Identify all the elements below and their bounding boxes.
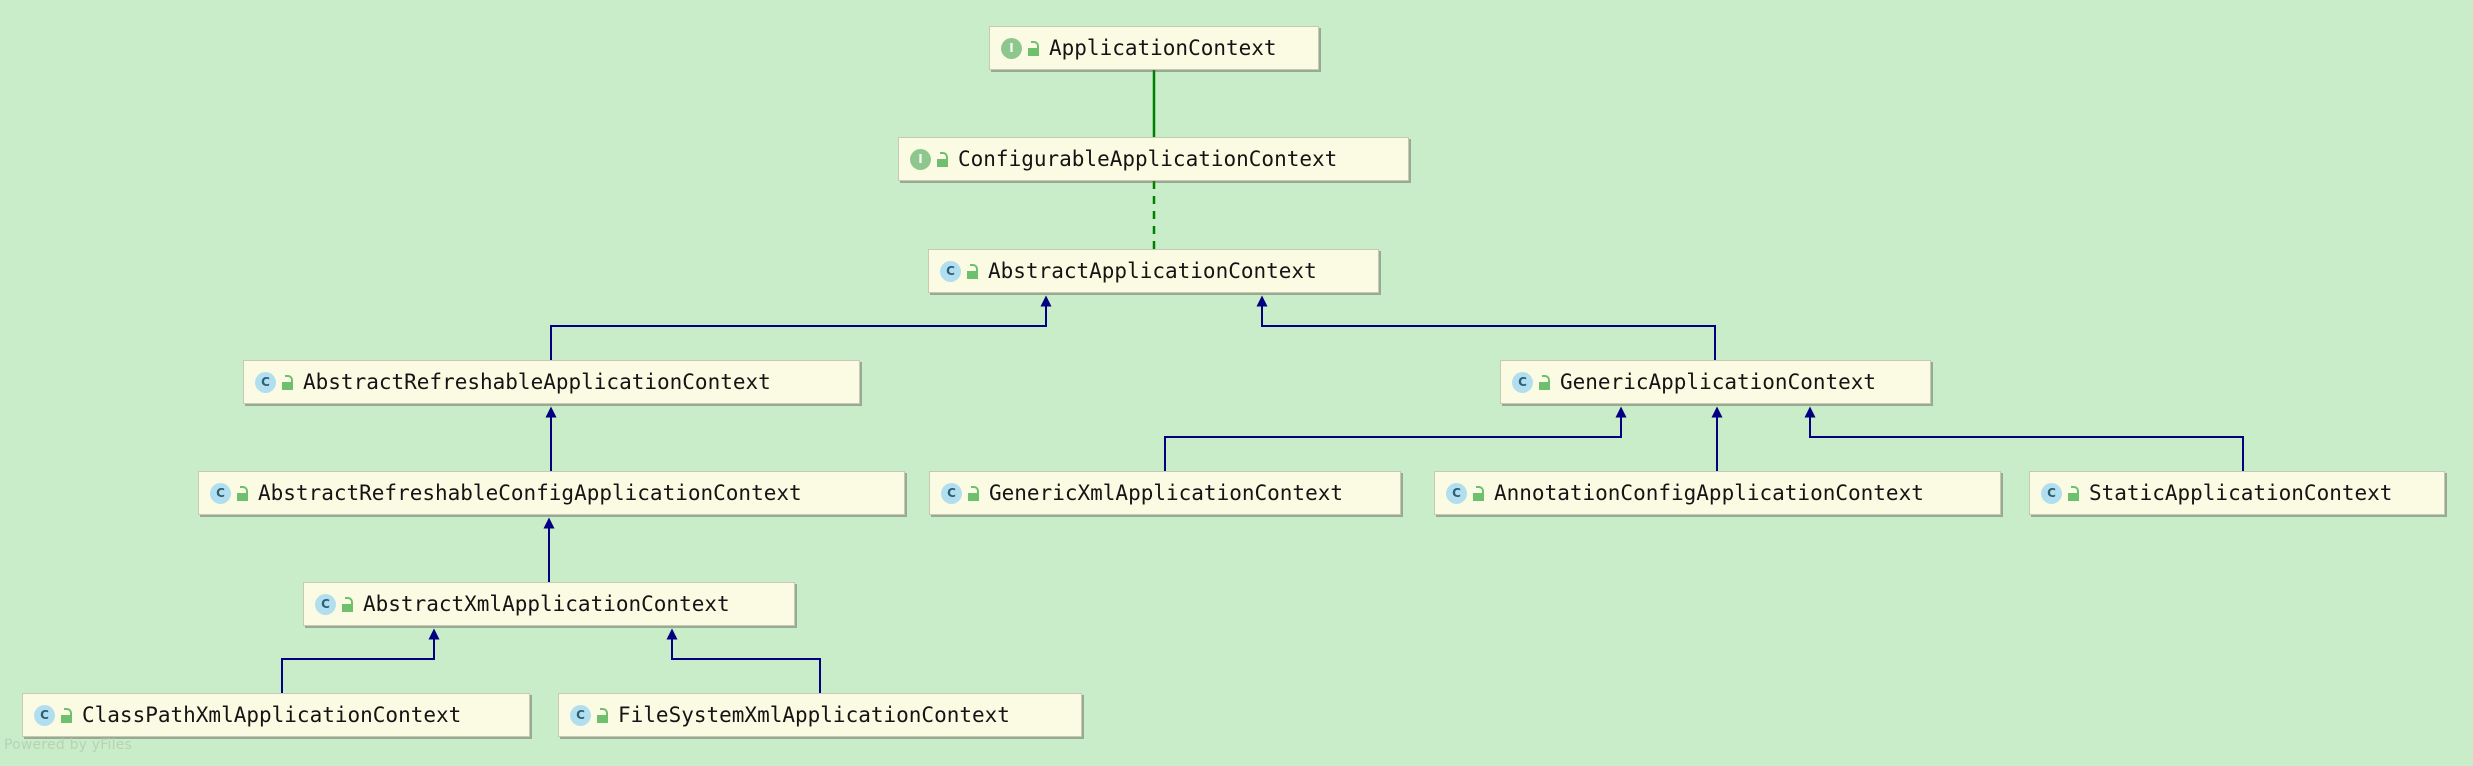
node-icon-group: C	[315, 593, 354, 615]
node-label: AbstractRefreshableConfigApplicationCont…	[258, 480, 802, 505]
node-filesystemxmlapplicationcontext[interactable]: C FileSystemXmlApplicationContext	[558, 693, 1082, 737]
class-icon: C	[940, 260, 961, 282]
unlocked-padlock-icon	[1538, 374, 1551, 390]
unlocked-padlock-icon	[967, 485, 980, 501]
node-genericxmlapplicationcontext[interactable]: C GenericXmlApplicationContext	[929, 471, 1401, 515]
node-icon-group: C	[210, 482, 249, 504]
node-annotationconfigapplicationcontext[interactable]: C AnnotationConfigApplicationContext	[1434, 471, 2001, 515]
class-icon: C	[941, 482, 962, 504]
interface-icon: I	[910, 148, 931, 170]
node-label: AbstractRefreshableApplicationContext	[303, 369, 771, 394]
node-icon-group: C	[255, 371, 294, 393]
unlocked-padlock-icon	[1027, 40, 1040, 56]
node-icon-group: C	[941, 482, 980, 504]
node-abstractapplicationcontext[interactable]: C AbstractApplicationContext	[928, 249, 1379, 293]
node-abstractrefreshableconfigapplicationcontext[interactable]: C AbstractRefreshableConfigApplicationCo…	[198, 471, 905, 515]
node-label: ConfigurableApplicationContext	[958, 146, 1338, 171]
node-label: StaticApplicationContext	[2089, 480, 2393, 505]
node-label: AnnotationConfigApplicationContext	[1494, 480, 1924, 505]
class-icon: C	[1446, 482, 1467, 504]
class-icon: C	[210, 482, 231, 504]
class-icon: C	[1512, 371, 1533, 393]
edge-genericxml-to-generic	[1164, 406, 1627, 471]
class-icon: C	[315, 593, 336, 615]
node-label: AbstractApplicationContext	[988, 258, 1317, 283]
edge-abstractrefreshable-to-abstractcontext	[550, 295, 1052, 360]
yfiles-watermark: Powered by yFiles	[4, 737, 132, 753]
edge-classpathxml-to-abstractxml	[281, 628, 440, 693]
node-genericapplicationcontext[interactable]: C GenericApplicationContext	[1500, 360, 1931, 404]
node-label: GenericXmlApplicationContext	[989, 480, 1344, 505]
node-icon-group: I	[910, 148, 949, 170]
interface-icon: I	[1001, 37, 1022, 59]
node-icon-group: C	[570, 704, 609, 726]
unlocked-padlock-icon	[596, 707, 609, 723]
node-icon-group: C	[940, 260, 979, 282]
edge-static-to-generic	[1804, 406, 2244, 471]
unlocked-padlock-icon	[341, 596, 354, 612]
node-icon-group: C	[2041, 482, 2080, 504]
unlocked-padlock-icon	[936, 151, 949, 167]
class-icon: C	[570, 704, 591, 726]
node-label: FileSystemXmlApplicationContext	[618, 702, 1010, 727]
edge-filesystemxml-to-abstractxml	[666, 628, 821, 693]
class-icon: C	[255, 371, 276, 393]
node-label: ApplicationContext	[1049, 35, 1277, 60]
node-icon-group: I	[1001, 37, 1040, 59]
unlocked-padlock-icon	[2067, 485, 2080, 501]
class-icon: C	[2041, 482, 2062, 504]
node-icon-group: C	[1446, 482, 1485, 504]
node-classpathxmlapplicationcontext[interactable]: C ClassPathXmlApplicationContext	[22, 693, 530, 737]
unlocked-padlock-icon	[60, 707, 73, 723]
node-icon-group: C	[34, 704, 73, 726]
unlocked-padlock-icon	[236, 485, 249, 501]
node-icon-group: C	[1512, 371, 1551, 393]
node-label: AbstractXmlApplicationContext	[363, 591, 730, 616]
unlocked-padlock-icon	[1472, 485, 1485, 501]
node-abstractrefreshableapplicationcontext[interactable]: C AbstractRefreshableApplicationContext	[243, 360, 860, 404]
node-configurableapplicationcontext[interactable]: I ConfigurableApplicationContext	[898, 137, 1409, 181]
node-applicationcontext[interactable]: I ApplicationContext	[989, 26, 1319, 70]
node-label: ClassPathXmlApplicationContext	[82, 702, 462, 727]
node-staticapplicationcontext[interactable]: C StaticApplicationContext	[2029, 471, 2445, 515]
unlocked-padlock-icon	[281, 374, 294, 390]
edge-generic-to-abstractcontext	[1256, 295, 1716, 360]
node-abstractxmlapplicationcontext[interactable]: C AbstractXmlApplicationContext	[303, 582, 795, 626]
node-label: GenericApplicationContext	[1560, 369, 1877, 394]
unlocked-padlock-icon	[966, 263, 979, 279]
class-icon: C	[34, 704, 55, 726]
